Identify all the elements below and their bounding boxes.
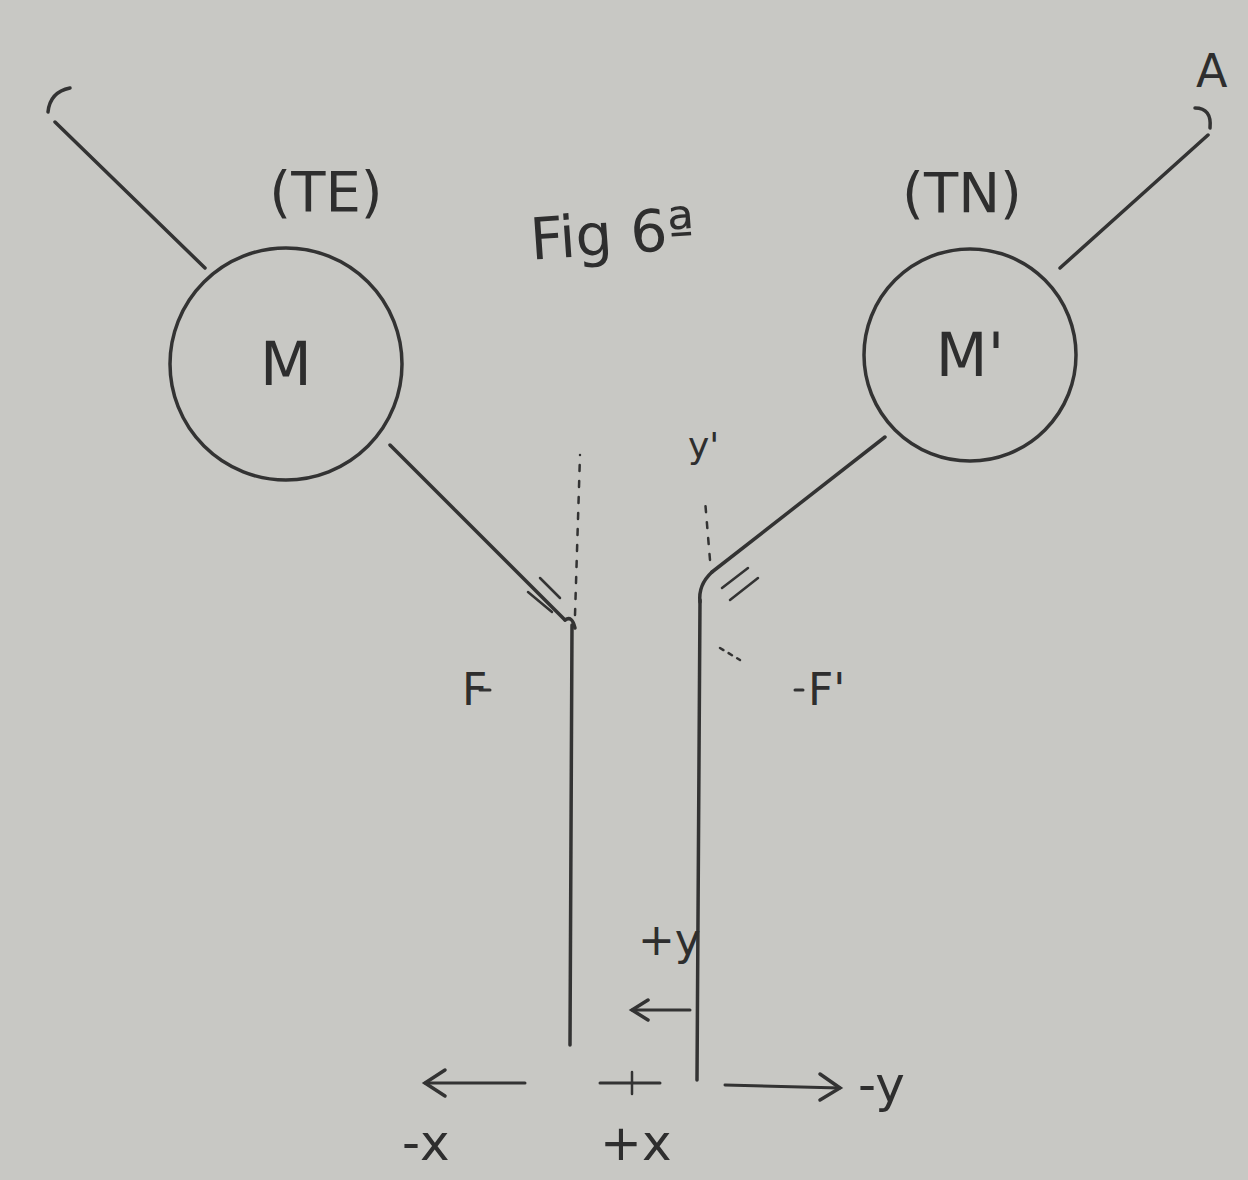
axis-label: F' [808,668,845,712]
node-label: M [260,334,312,394]
wire [390,445,565,620]
wire [712,437,885,572]
circle-node: (TN)M' [860,245,1080,465]
axis-arrow [632,1009,690,1012]
wire [1060,135,1208,268]
wire [570,625,572,1045]
node-heading: (TE) [269,164,382,220]
circle-node: (TE)M [166,244,406,484]
axis-label: -x [402,1118,450,1168]
tick [730,578,758,600]
arrowhead [425,1070,445,1096]
axis-arrow [725,1085,840,1088]
wire [697,600,700,1080]
tick [722,568,748,588]
figure-title: Fig 6ª [528,199,696,268]
node-label: M' [936,325,1004,385]
bend [565,619,575,628]
axis-label: F [462,668,487,712]
spacer [1040,70,1050,71]
dotted-line [575,455,580,615]
dot [795,689,803,692]
axis-label: -y [858,1060,905,1110]
node-heading: (TN) [902,165,1022,221]
hook-mark [48,88,70,112]
bend [700,572,712,602]
circle-outline [170,248,402,480]
hook-mark [1195,108,1210,128]
arrowhead [820,1074,840,1100]
axis-label: y' [688,428,719,464]
dotted-line [705,500,710,560]
tick [631,1072,634,1094]
axis-label: +x [600,1118,671,1168]
axis-label: A [1196,48,1227,94]
leader [720,648,740,660]
axis-arrow [425,1082,525,1085]
arrowhead [632,1000,648,1020]
tick [528,592,552,612]
circle-outline [864,249,1076,461]
tick [600,1082,660,1085]
wire [55,122,205,268]
axis-label: +y [638,918,701,962]
tick [540,578,560,598]
